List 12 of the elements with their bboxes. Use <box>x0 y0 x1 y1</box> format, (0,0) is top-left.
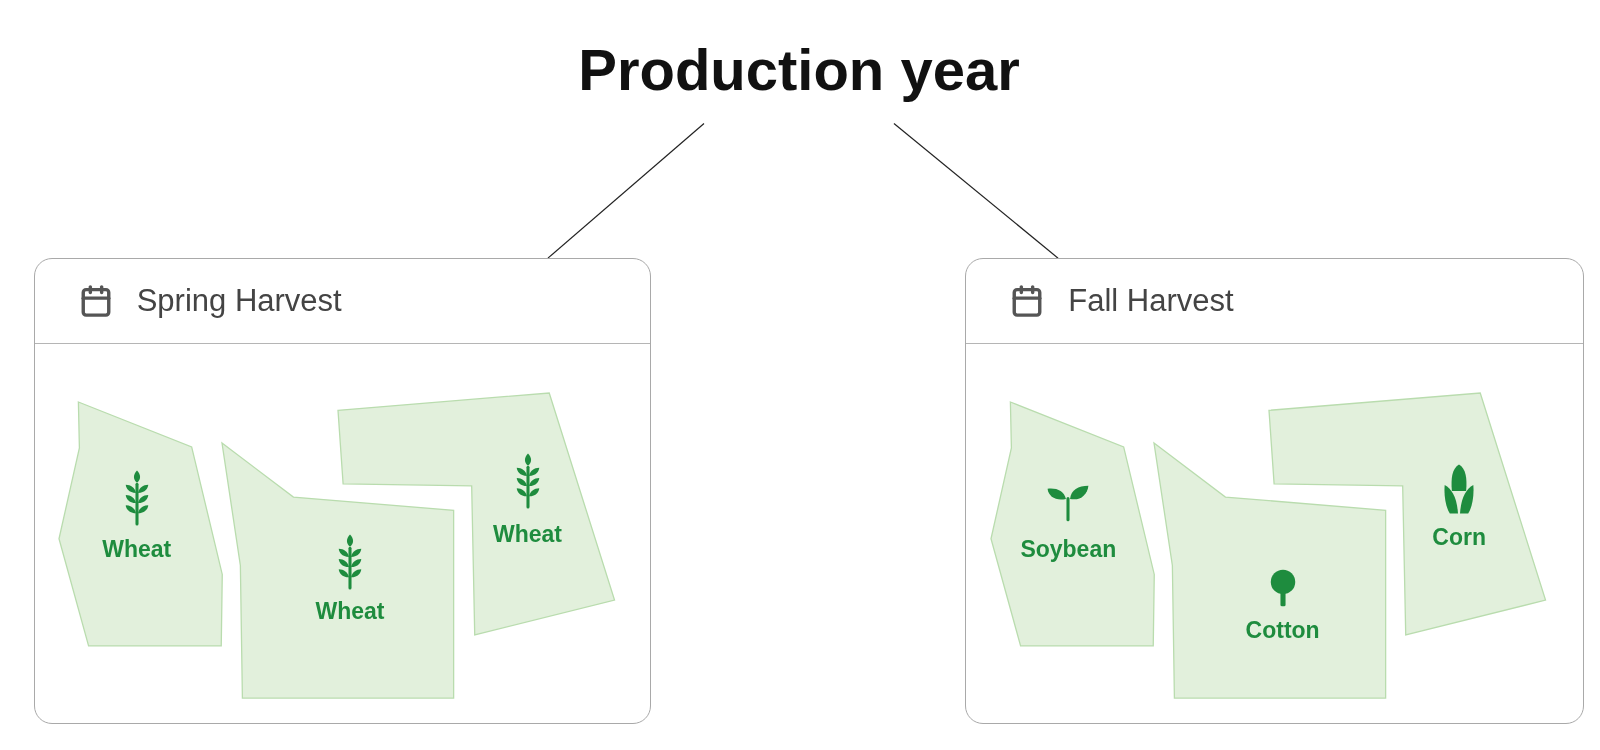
crop-label: Soybean <box>1020 535 1117 563</box>
card-heading: Spring Harvest <box>136 283 342 319</box>
season-card <box>965 258 1584 725</box>
crop-label: Wheat <box>315 597 385 625</box>
crop-label: Cotton <box>1245 616 1320 644</box>
crop-label: Wheat <box>102 535 172 563</box>
connector-line <box>893 122 1059 259</box>
crop-label: Corn <box>1432 523 1486 551</box>
card-heading: Fall Harvest <box>1068 283 1234 319</box>
crop-label: Wheat <box>493 520 562 548</box>
season-card <box>33 258 651 725</box>
connector-line <box>547 122 705 259</box>
